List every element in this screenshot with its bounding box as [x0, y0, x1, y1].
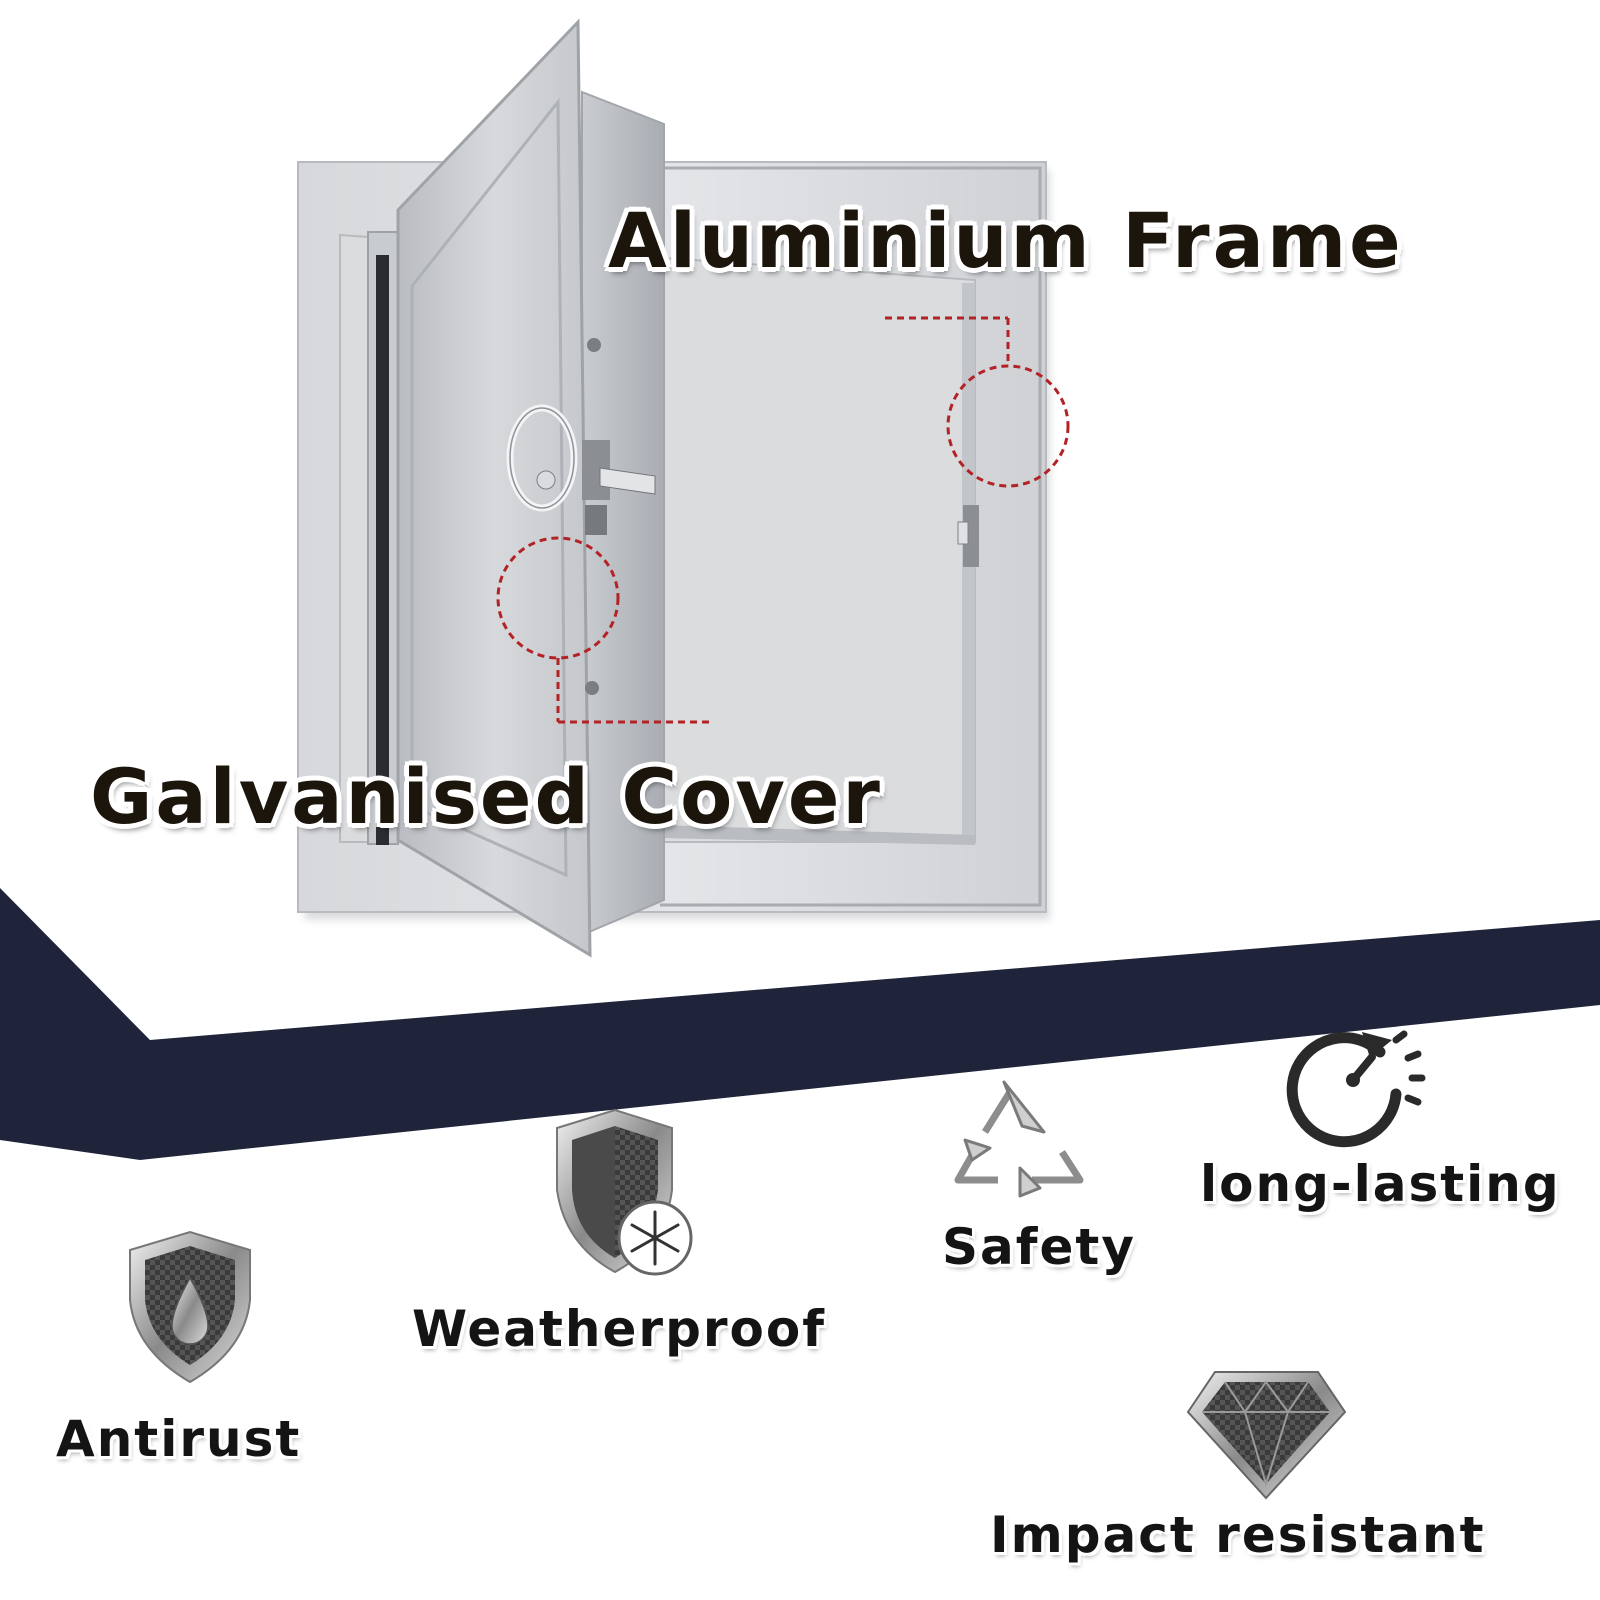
feature-safety-label: Safety	[942, 1218, 1136, 1276]
screw-icon	[587, 338, 601, 352]
feature-long-lasting-label: long-lasting	[1200, 1155, 1561, 1213]
frame-inner-lip	[660, 166, 1042, 907]
band-shape	[0, 888, 1600, 1160]
feature-antirust-label: Antirust	[56, 1410, 302, 1468]
aluminium-frame-label: Aluminium Frame	[608, 196, 1404, 285]
recycle-icon	[954, 1080, 1084, 1198]
galvanised-cover	[396, 18, 592, 958]
frame-latch	[963, 505, 979, 567]
feature-impact-resistant-label: Impact resistant	[990, 1506, 1486, 1564]
frame-callout-circle	[946, 364, 1070, 488]
feature-weatherproof-label: Weatherproof	[412, 1300, 826, 1358]
frame-latch-tab	[957, 521, 969, 545]
frame-bottom-edge	[660, 825, 975, 845]
galvanised-cover-label: Galvanised Cover	[90, 752, 883, 841]
gasket-slot	[376, 255, 389, 845]
cover-callout-circle	[496, 536, 620, 660]
timer-gauge-icon	[1286, 1030, 1426, 1148]
shield-snowflake-icon	[556, 1108, 693, 1276]
cover-inner-panel	[410, 97, 568, 878]
screw-icon	[585, 681, 599, 695]
shield-drop-icon	[129, 1230, 251, 1384]
diamond-icon	[1186, 1371, 1347, 1500]
